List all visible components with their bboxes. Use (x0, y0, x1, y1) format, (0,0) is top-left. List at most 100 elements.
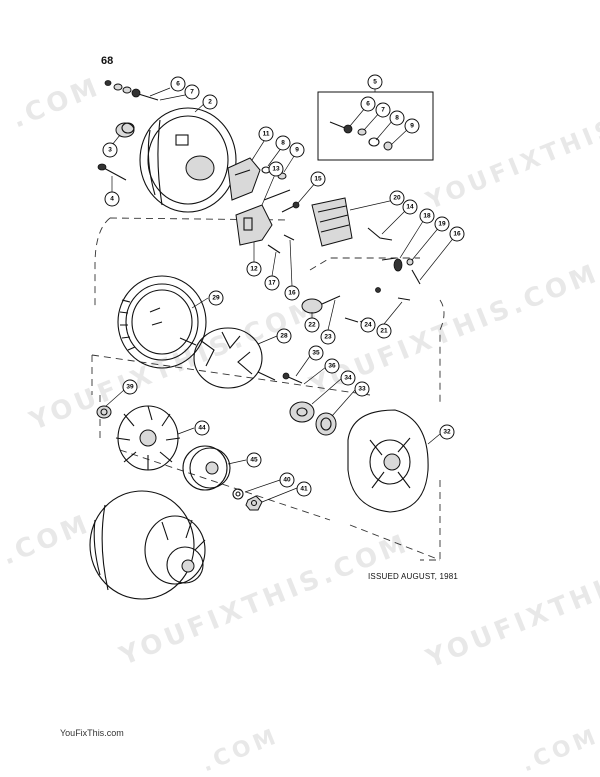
svg-text:39: 39 (126, 384, 134, 391)
svg-text:6: 6 (176, 81, 180, 88)
capacitor (301, 295, 341, 314)
callout: 6 (360, 96, 376, 112)
screw (281, 201, 300, 213)
callout: 33 (354, 381, 370, 397)
svg-text:9: 9 (410, 123, 414, 130)
svg-text:32: 32 (443, 429, 451, 436)
washer (232, 488, 244, 500)
callout: 7 (184, 84, 200, 100)
callout: 34 (340, 370, 356, 386)
assembly-guide (439, 299, 445, 405)
callout: 32 (439, 424, 455, 440)
bearing (315, 412, 337, 436)
svg-text:35: 35 (312, 350, 320, 357)
nut-washer-set (104, 80, 159, 101)
svg-text:17: 17 (268, 280, 276, 287)
callout: 18 (419, 208, 435, 224)
inset-box (317, 91, 434, 161)
callout: 16 (449, 226, 465, 242)
svg-text:45: 45 (250, 457, 258, 464)
footer-site-name: YouFixThis.com (60, 728, 124, 738)
screw (344, 287, 411, 323)
fan (115, 405, 181, 471)
svg-text:28: 28 (280, 333, 288, 340)
svg-text:15: 15 (314, 176, 322, 183)
callout: 8 (389, 110, 405, 126)
leader-lines (105, 87, 456, 503)
svg-text:19: 19 (438, 221, 446, 228)
bracket (367, 227, 393, 241)
callout: 3 (102, 142, 118, 158)
assembly-guide (309, 257, 420, 271)
page-number: 68 (101, 55, 114, 67)
callout: 24 (360, 317, 376, 333)
svg-text:41: 41 (300, 486, 308, 493)
assembly-guide (119, 449, 331, 521)
screw (267, 234, 295, 254)
callout: 29 (208, 290, 224, 306)
svg-text:7: 7 (381, 107, 385, 114)
svg-text:9: 9 (295, 147, 299, 154)
callout: 39 (122, 379, 138, 395)
svg-text:8: 8 (281, 140, 285, 147)
callout: 8 (275, 135, 291, 151)
svg-text:33: 33 (358, 386, 366, 393)
retainer-plate (289, 401, 315, 423)
callout: 11 (258, 126, 274, 142)
callout: 35 (308, 345, 324, 361)
svg-text:22: 22 (308, 322, 316, 329)
svg-text:18: 18 (423, 213, 431, 220)
through-bolt (97, 163, 127, 181)
callout: 13 (268, 161, 284, 177)
callout: 9 (289, 142, 305, 158)
rotor (179, 327, 276, 389)
callout: 36 (324, 358, 340, 374)
svg-text:5: 5 (373, 79, 377, 86)
callout: 14 (402, 199, 418, 215)
callout: 40 (279, 472, 295, 488)
callout: 44 (194, 420, 210, 436)
callout: 6 (170, 76, 186, 92)
callout: 2 (202, 94, 218, 110)
voltage-regulator (227, 157, 261, 201)
nut (245, 495, 263, 511)
svg-text:11: 11 (263, 131, 270, 138)
svg-text:36: 36 (328, 363, 336, 370)
callout: 5 (367, 74, 383, 90)
callout: 12 (246, 261, 262, 277)
screw (282, 372, 303, 384)
svg-text:40: 40 (283, 477, 291, 484)
svg-text:16: 16 (288, 290, 296, 297)
callout: 41 (296, 481, 312, 497)
callout: 45 (246, 452, 262, 468)
drive-end-frame (347, 409, 429, 513)
svg-text:4: 4 (110, 196, 114, 203)
callout: 23 (320, 329, 336, 345)
stator (117, 275, 207, 369)
svg-text:2: 2 (208, 99, 212, 106)
callout: 16 (284, 285, 300, 301)
callout: 9 (404, 118, 420, 134)
svg-text:3: 3 (108, 147, 112, 154)
callout: 4 (104, 191, 120, 207)
inset-hardware (329, 121, 393, 151)
callout: 28 (276, 328, 292, 344)
svg-text:24: 24 (364, 322, 372, 329)
assembly-guide (91, 354, 371, 396)
callout: 15 (310, 171, 326, 187)
svg-text:13: 13 (272, 166, 280, 173)
callout: 22 (304, 317, 320, 333)
svg-text:12: 12 (250, 266, 258, 273)
svg-text:21: 21 (380, 328, 388, 335)
brush-holder (235, 189, 291, 246)
svg-text:34: 34 (344, 375, 352, 382)
svg-text:7: 7 (190, 89, 194, 96)
issue-date: ISSUED AUGUST, 1981 (368, 572, 459, 581)
slip-ring-end-frame (139, 107, 237, 213)
svg-text:8: 8 (395, 115, 399, 122)
terminal-hardware (381, 257, 421, 285)
rectifier-bridge (311, 197, 353, 247)
svg-text:6: 6 (366, 101, 370, 108)
bushing (115, 122, 135, 138)
